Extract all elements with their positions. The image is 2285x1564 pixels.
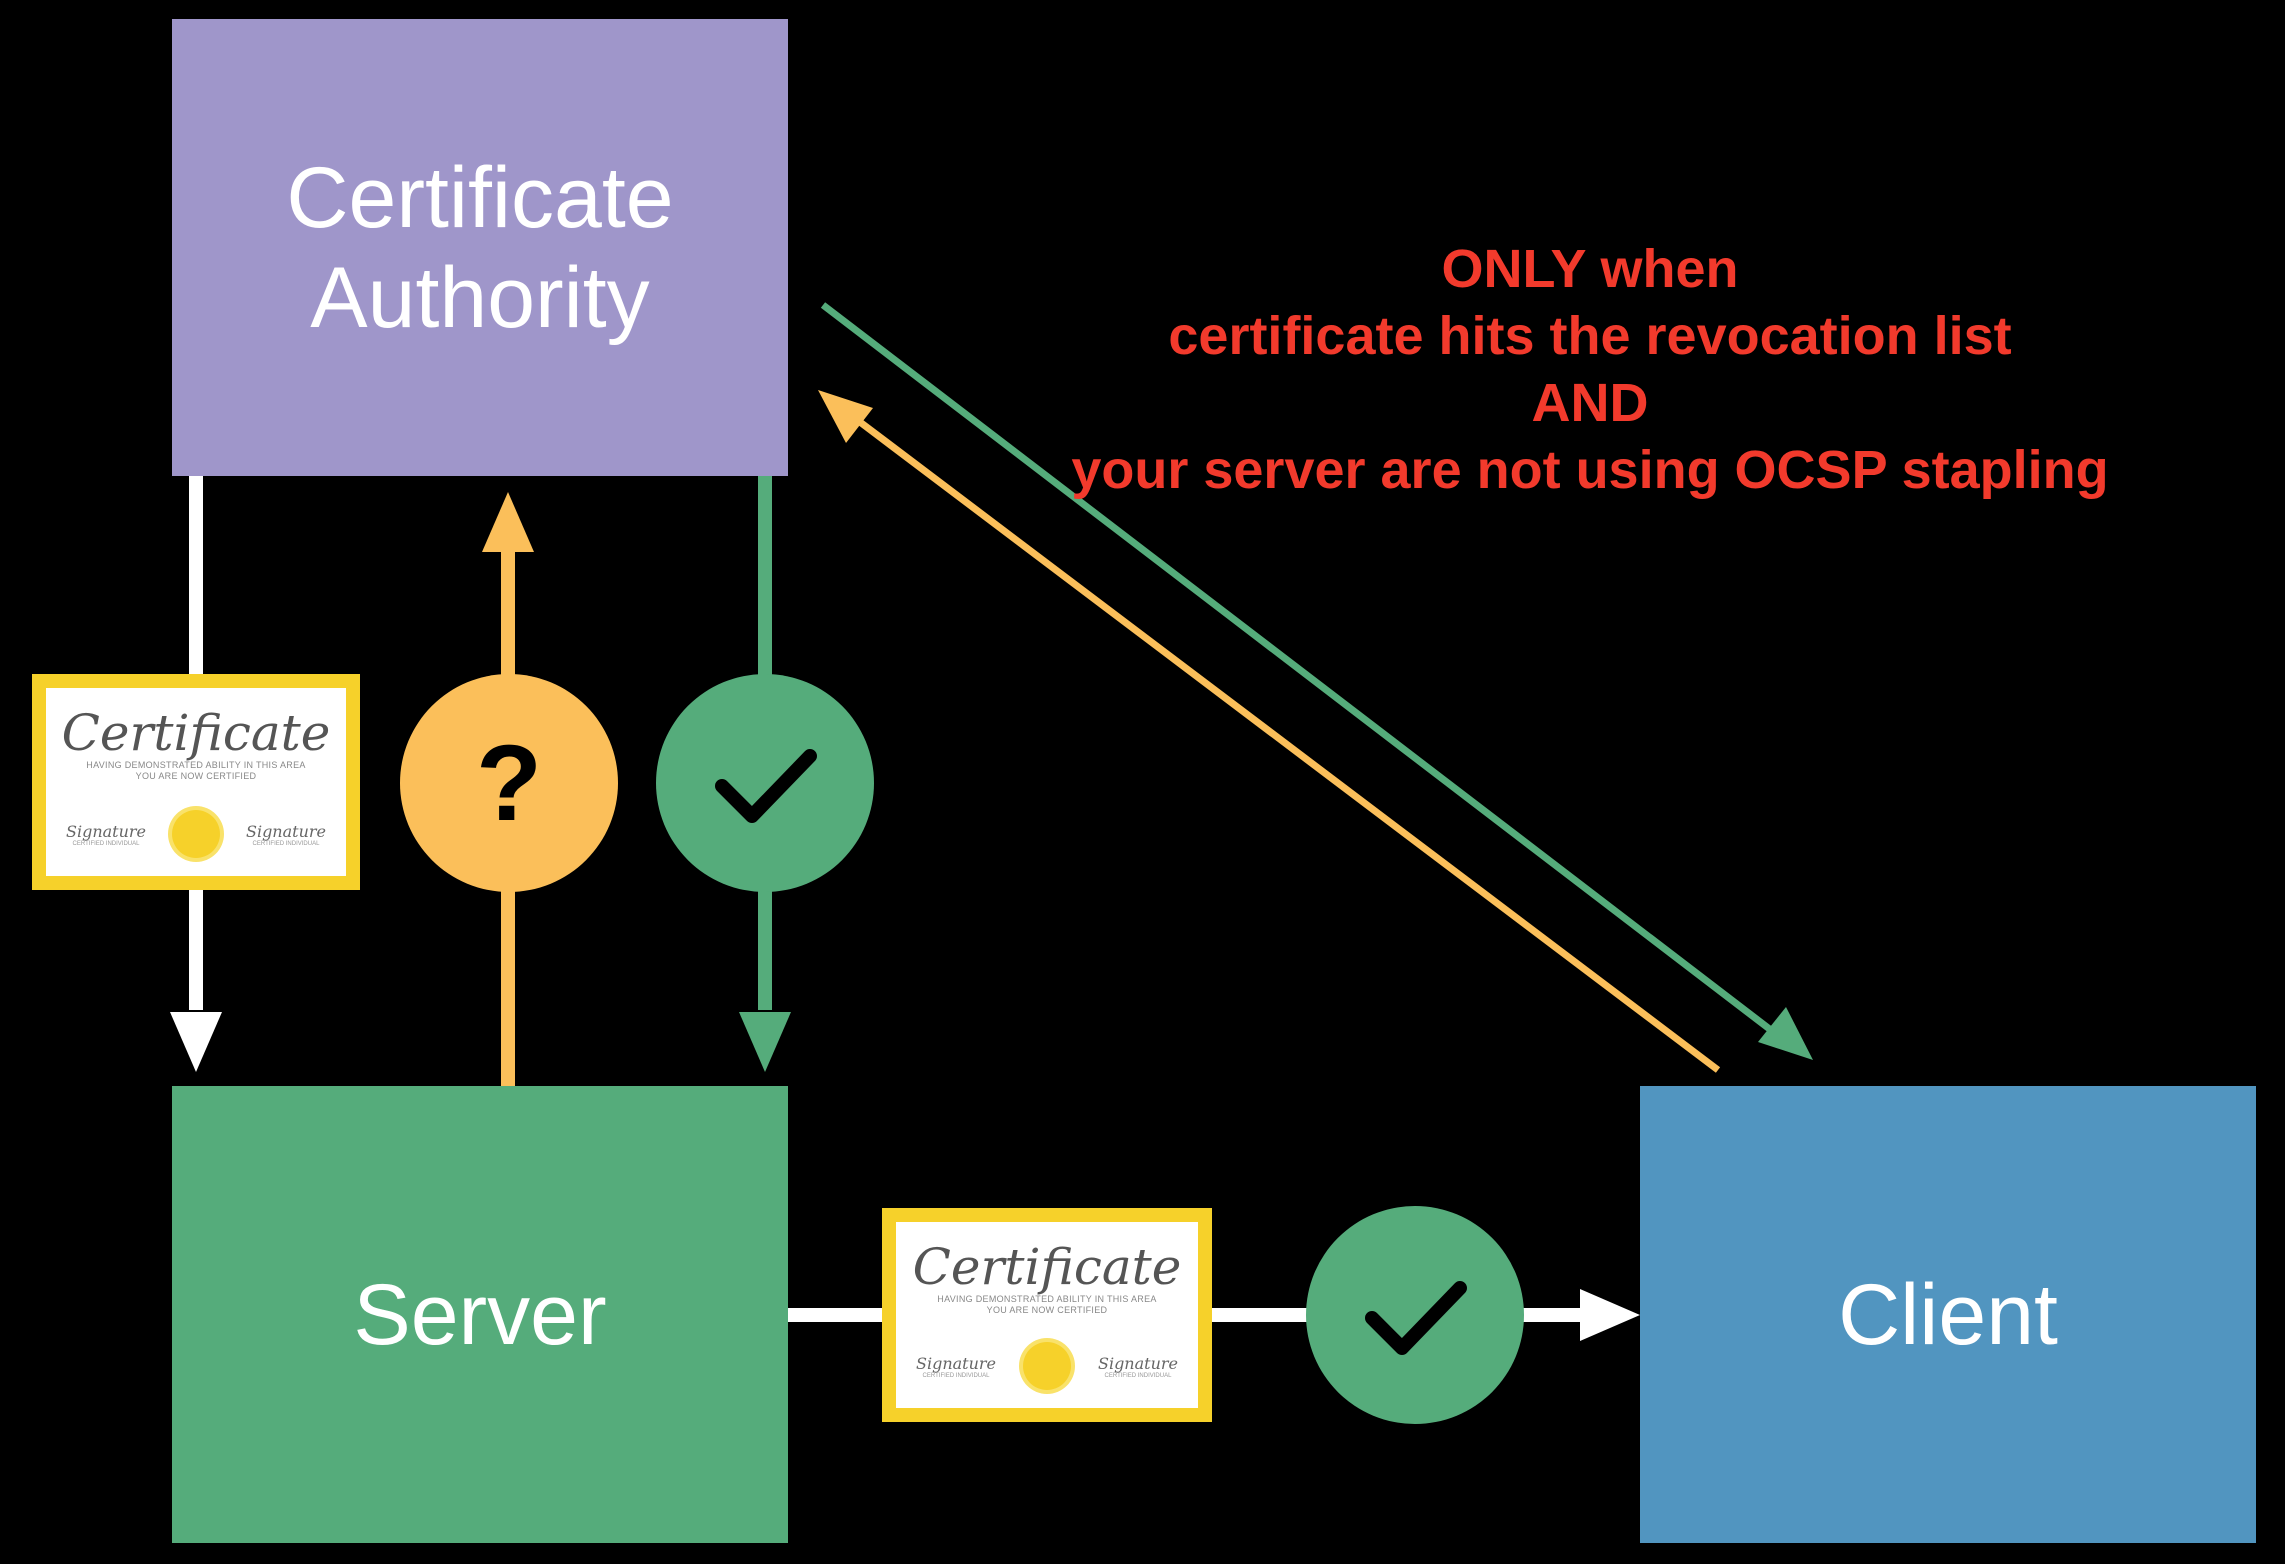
certificate-signature-left: Signature CERTIFIED INDIVIDUAL [66, 822, 146, 847]
certificate-document-icon: Certificate HAVING DEMONSTRATED ABILITY … [896, 1222, 1198, 1408]
ok-status-circle-server-client [1306, 1206, 1524, 1424]
ca-to-client-ok-line [820, 302, 1783, 1040]
certificate-authority-label: Certificate Authority [286, 148, 673, 348]
certificate-authority-label-line1: Certificate [286, 149, 674, 246]
server-to-ca-query-arrowhead [482, 492, 534, 552]
signature-text: Signature [916, 1353, 997, 1373]
server-node: Server [172, 1086, 788, 1543]
certificate-seal-icon [1023, 1342, 1071, 1390]
certificate-text-line2: YOU ARE NOW CERTIFIED [986, 1305, 1108, 1315]
certificate-footer: Signature CERTIFIED INDIVIDUAL Signature… [46, 810, 346, 858]
certificate-text-line1: HAVING DEMONSTRATED ABILITY IN THIS AREA [937, 1294, 1157, 1304]
certificate-authority-node: Certificate Authority [172, 19, 788, 476]
signature-text: Signature [66, 821, 147, 841]
note-line1: ONLY when [1441, 239, 1739, 299]
note-line4: your server are not using OCSP stapling [1071, 440, 2109, 500]
server-label: Server [353, 1266, 607, 1363]
certificate-text-line1: HAVING DEMONSTRATED ABILITY IN THIS AREA [86, 760, 306, 770]
certificate-text-line2: YOU ARE NOW CERTIFIED [135, 771, 257, 781]
ok-status-circle-ca-server [656, 674, 874, 892]
certificate-card-server-client: Certificate HAVING DEMONSTRATED ABILITY … [882, 1208, 1212, 1422]
revocation-condition-note: ONLY when certificate hits the revocatio… [1030, 236, 2150, 504]
certificate-seal-icon [172, 810, 220, 858]
certificate-footer: Signature CERTIFIED INDIVIDUAL Signature… [896, 1342, 1198, 1390]
signature-text: Signature [1097, 1353, 1178, 1373]
signature-caption: CERTIFIED INDIVIDUAL [1104, 1372, 1172, 1379]
checkmark-icon [715, 749, 817, 823]
signature-text: Signature [245, 821, 326, 841]
ca-to-client-ok-arrowhead [1758, 1007, 1813, 1060]
client-to-ca-query-line [849, 413, 1721, 1073]
client-label: Client [1838, 1266, 2058, 1363]
question-status-circle: ? [400, 674, 618, 892]
certificate-title: Certificate [912, 1238, 1182, 1296]
ca-to-server-arrowhead [170, 1012, 222, 1072]
question-mark-icon: ? [476, 722, 542, 843]
certificate-signature-right: Signature CERTIFIED INDIVIDUAL [246, 822, 326, 847]
client-node: Client [1640, 1086, 2256, 1543]
signature-caption: CERTIFIED INDIVIDUAL [72, 840, 140, 847]
certificate-card-ca-server: Certificate HAVING DEMONSTRATED ABILITY … [32, 674, 360, 890]
checkmark-icon [1365, 1281, 1467, 1355]
note-line2: certificate hits the revocation list [1168, 306, 2012, 366]
server-to-client-arrowhead [1580, 1289, 1640, 1341]
client-to-ca-query-arrowhead [818, 390, 873, 443]
certificate-signature-right: Signature CERTIFIED INDIVIDUAL [1098, 1354, 1178, 1379]
ca-to-server-ok-arrowhead [739, 1012, 791, 1072]
signature-caption: CERTIFIED INDIVIDUAL [922, 1372, 990, 1379]
certificate-title: Certificate [61, 704, 331, 762]
certificate-signature-left: Signature CERTIFIED INDIVIDUAL [916, 1354, 996, 1379]
signature-caption: CERTIFIED INDIVIDUAL [252, 840, 320, 847]
certificate-document-icon: Certificate HAVING DEMONSTRATED ABILITY … [46, 688, 346, 876]
note-line3: AND [1531, 373, 1649, 433]
certificate-authority-label-line2: Authority [310, 249, 650, 346]
